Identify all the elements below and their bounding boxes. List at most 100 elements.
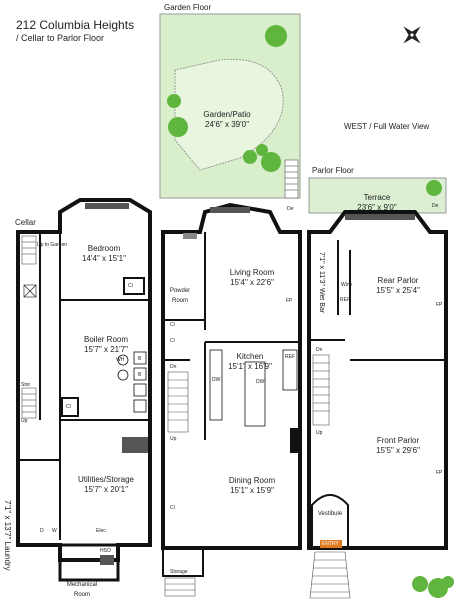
- parlor-window: [345, 214, 415, 220]
- label-ref: REF: [285, 354, 295, 360]
- room-dimensions: 23'6" x 9'0": [357, 203, 397, 212]
- room-name: Rear Parlor: [377, 276, 419, 285]
- room-garden-patio: Garden/Patio 24'6" x 39'0": [203, 110, 250, 130]
- room-name: Bedroom: [87, 244, 121, 253]
- window: [210, 207, 250, 213]
- parlor-stairs: [312, 354, 330, 426]
- terrace-area: [308, 177, 447, 214]
- garden-floor-stairs: [167, 371, 189, 433]
- hso-unit: [100, 555, 114, 565]
- label-up-to-garden: Up to Garden: [37, 242, 68, 248]
- room-living: Living Room 15'4" x 22'6": [230, 268, 274, 288]
- garden-floor-walls: [161, 202, 302, 550]
- room-dimensions: 15'1" x 15'9": [230, 486, 274, 495]
- compass-rose-icon: [403, 26, 421, 44]
- label-b: B: [138, 356, 142, 362]
- mechanical-room-walls: [58, 543, 120, 582]
- cellar-window-block: [85, 203, 129, 209]
- label-fp: FP: [286, 298, 293, 304]
- room-dimensions: 7'1" x 13'7": [3, 500, 12, 540]
- page-title: 212 Columbia Heights: [16, 18, 135, 32]
- room-name: Living Room: [229, 268, 275, 277]
- tree-icon: [167, 25, 287, 172]
- parlor-floor-interior: [309, 240, 446, 361]
- label-w: W: [52, 528, 57, 534]
- parlor-floor-walls: [307, 210, 448, 550]
- room-mechanical: Mechanical Room: [67, 580, 97, 600]
- label-cl: Cl: [128, 283, 133, 289]
- room-name: Boiler Room: [83, 335, 129, 344]
- room-powder: Powder Room: [170, 286, 190, 306]
- label-de: De: [287, 206, 294, 212]
- room-dimensions: 7'1" x 11'3": [318, 252, 325, 286]
- label-up: Up: [21, 418, 28, 424]
- garden-floor-interior: [163, 232, 300, 440]
- label-dn: Dn: [170, 364, 177, 370]
- room-name: Wet Bar: [318, 287, 325, 314]
- entry-badge: [320, 540, 342, 548]
- utility-block: [122, 437, 148, 453]
- cellar-interior: [18, 232, 150, 540]
- room-front-parlor: Front Parlor 15'5" x 29'6": [376, 436, 420, 456]
- tree-icon: [412, 576, 454, 598]
- label-dn: Dn: [316, 347, 323, 353]
- label-dw: DW: [212, 377, 221, 383]
- room-utilities: Utilities/Storage 15'7" x 20'1": [78, 475, 134, 495]
- room-name: Terrace: [363, 193, 391, 202]
- room-vestibule: Vestibule: [317, 511, 343, 517]
- cellar-stairs-up: [21, 235, 37, 298]
- room-rear-parlor: Rear Parlor 15'5" x 25'4": [376, 276, 420, 296]
- room-dimensions: 14'4" x 15'1": [82, 254, 126, 263]
- label-cl: Cl: [66, 404, 71, 410]
- room-name-sub: Room: [171, 298, 188, 304]
- dining-wall-block: [290, 428, 298, 453]
- room-name: Dining Room: [228, 476, 276, 485]
- room-dining: Dining Room 15'1" x 15'9": [229, 476, 275, 496]
- room-dimensions: 15'1" x 16'9": [228, 362, 272, 371]
- room-dimensions: 15'5" x 25'4": [376, 286, 420, 295]
- room-dimensions: 15'7" x 20'1": [84, 485, 128, 494]
- room-name: Powder: [169, 288, 191, 294]
- garden-floor-label: Garden Floor: [164, 3, 212, 12]
- kitchen-counters: [209, 349, 298, 427]
- label-wine: Wine: [341, 282, 353, 288]
- page-subtitle: / Cellar to Parlor Floor: [16, 33, 105, 43]
- room-dimensions: 15'4" x 22'6": [230, 278, 274, 287]
- label-elec: Elec: [96, 528, 106, 534]
- label-up: Up: [316, 430, 323, 436]
- room-laundry: 7'1" x 13'7" Laundry: [2, 500, 12, 571]
- label-up: Up: [170, 436, 177, 442]
- tree-icon: [426, 180, 442, 196]
- front-stoop: [309, 551, 351, 599]
- room-name: Garden/Patio: [203, 110, 251, 119]
- room-bedroom: Bedroom 14'4" x 15'1": [82, 244, 126, 264]
- room-wet-bar: 7'1" x 11'3" Wet Bar: [316, 252, 326, 313]
- label-dw: DW: [256, 379, 265, 385]
- garden-storage: [162, 547, 204, 577]
- label-ref: REF: [340, 297, 350, 303]
- label-cl: Cl: [170, 505, 175, 511]
- garden-stairs: [284, 159, 299, 199]
- cellar-floor-label: Cellar: [15, 218, 36, 227]
- room-terrace: Terrace 23'6" x 9'0": [357, 193, 396, 213]
- label-de: De: [432, 203, 439, 209]
- room-dimensions: 15'5" x 29'6": [376, 446, 420, 455]
- label-stor: Stor: [21, 382, 31, 388]
- patio-outline: [174, 59, 284, 171]
- label-b: B: [138, 372, 142, 378]
- room-name: Utilities/Storage: [77, 475, 135, 484]
- room-dimensions: 15'7" x 21'7": [84, 345, 128, 354]
- front-stair-garden: [164, 577, 196, 597]
- room-boiler: Boiler Room 15'7" x 21'7": [84, 335, 128, 355]
- room-name: Front Parlor: [376, 436, 420, 445]
- room-name-sub: Room: [73, 592, 91, 598]
- cellar-stairs: [21, 387, 37, 419]
- label-d: D: [40, 528, 44, 534]
- label-wh: WH: [116, 357, 125, 363]
- label-cl: Cl: [170, 322, 175, 328]
- room-dimensions: 24'6" x 39'0": [205, 120, 249, 129]
- room-name: Kitchen: [236, 352, 264, 361]
- label-cl: Cl: [170, 338, 175, 344]
- view-note: WEST / Full Water View: [344, 122, 430, 131]
